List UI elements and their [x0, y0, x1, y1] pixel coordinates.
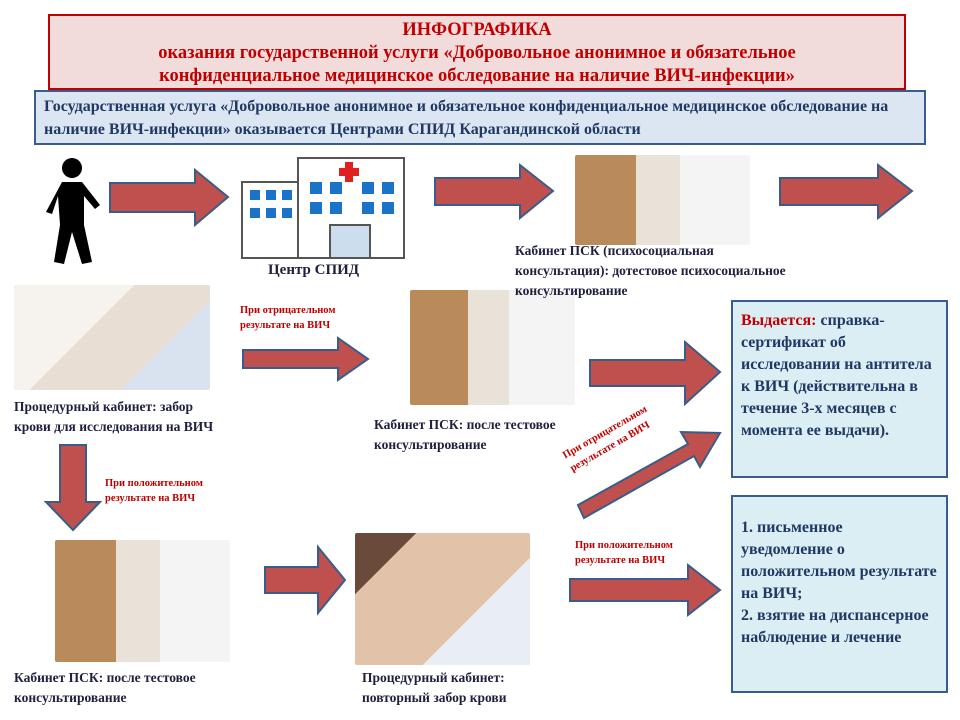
arrow-down — [43, 444, 103, 532]
psk-photo — [410, 290, 575, 405]
title-heading: ИНФОГРАФИКА — [402, 20, 552, 40]
title-line: оказания государственной услуги «Доброво… — [158, 43, 796, 63]
psk-photo — [55, 540, 230, 662]
intro-box: Государственная услуга «Добровольное ано… — [34, 90, 926, 145]
arrow-right — [434, 162, 555, 221]
arrow-right — [779, 162, 914, 221]
result-item: 1. письменное уведомление о положительно… — [741, 519, 937, 602]
psk-photo — [575, 155, 750, 245]
arrow-right — [569, 562, 722, 618]
hospital-icon — [241, 157, 405, 259]
psk-post2-label: Кабинет ПСК: после тестовое консультиров… — [14, 670, 196, 705]
result-lead: Выдается: — [741, 312, 817, 329]
psk-pre-label: Кабинет ПСК (психосоциальная консультаци… — [515, 243, 786, 298]
negative-result-box: Выдается: справка-сертификат об исследов… — [731, 300, 948, 478]
title-line: конфиденциальное медицинское обследовани… — [159, 66, 795, 86]
title-box: ИНФОГРАФИКА оказания государственной усл… — [48, 14, 906, 90]
positive-condition: При положительном результате на ВИЧ — [575, 540, 673, 566]
result-text: справка-сертификат об исследовании на ан… — [741, 312, 932, 439]
result-item: 2. взятие на диспансерное наблюдение и л… — [741, 607, 929, 646]
arrow-right — [264, 544, 347, 616]
negative-condition: При отрицательном результате на ВИЧ — [240, 305, 336, 331]
arrow-right — [589, 339, 722, 407]
arrow-right — [242, 336, 370, 382]
positive-condition: При положительном результате на ВИЧ — [105, 478, 203, 504]
psk-post1-label: Кабинет ПСК: после тестовое консультиров… — [374, 417, 556, 452]
arrow-right — [109, 167, 230, 228]
blood-draw-photo — [355, 533, 530, 665]
person-icon — [46, 158, 100, 264]
positive-result-box: 1. письменное уведомление о положительно… — [731, 495, 948, 693]
center-label: Центр СПИД — [268, 262, 360, 278]
procedure2-label: Процедурный кабинет: повторный забор кро… — [362, 670, 507, 705]
procedure1-label: Процедурный кабинет: забор крови для исс… — [14, 399, 214, 434]
blood-draw-photo — [14, 285, 210, 390]
arrow-diagonal — [576, 430, 722, 520]
